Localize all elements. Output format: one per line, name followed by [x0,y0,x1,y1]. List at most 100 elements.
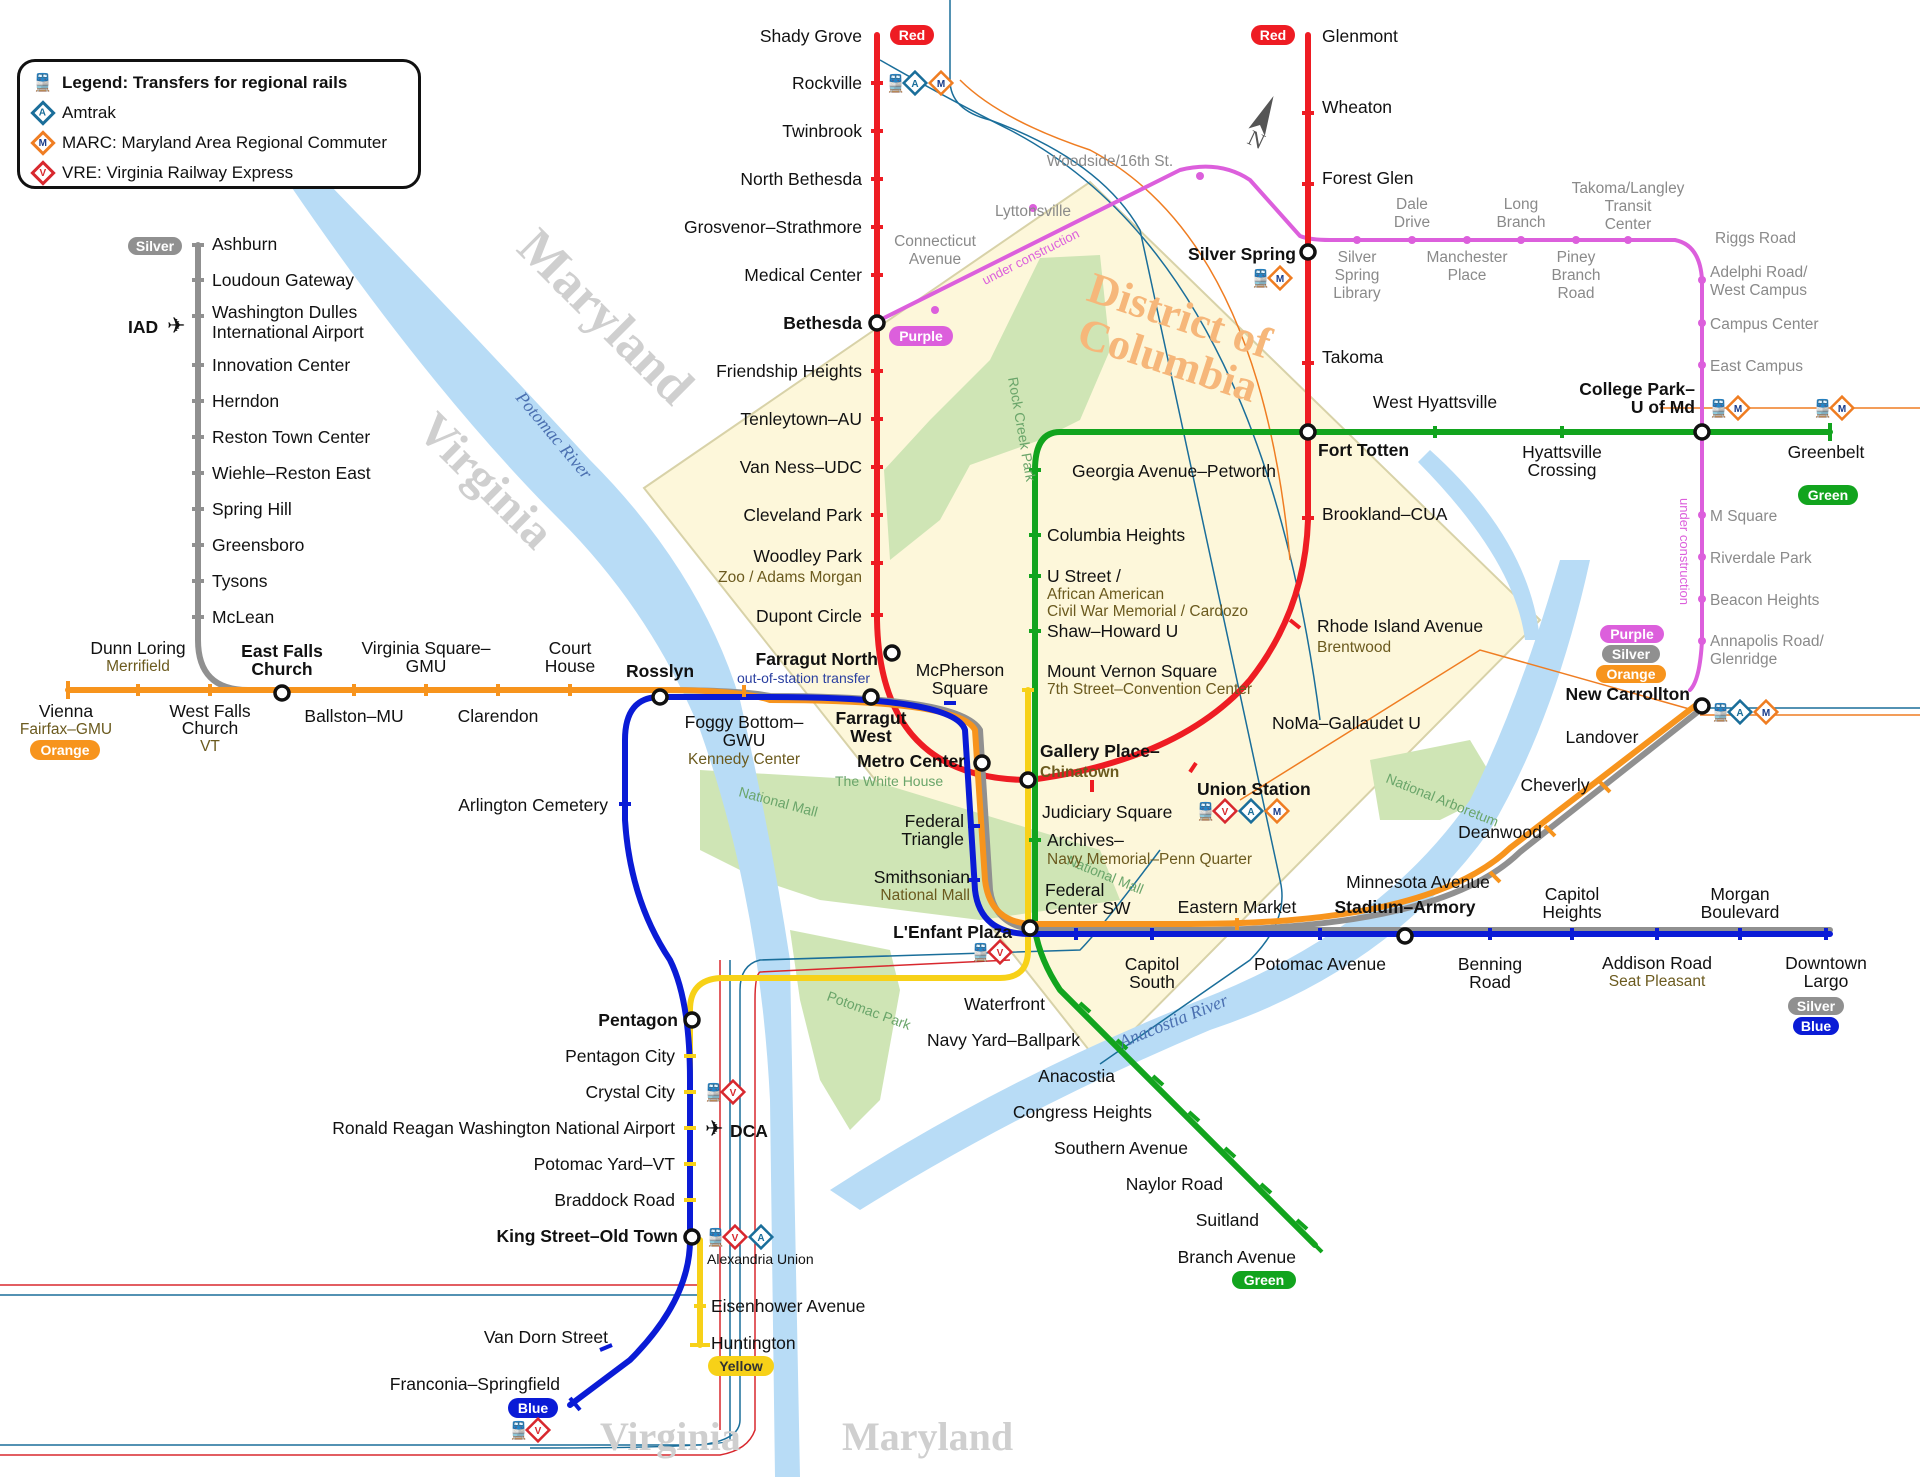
station-gallery-place[interactable]: Gallery Place–Chinatown [1040,741,1160,781]
station-riverdale-park[interactable]: Riverdale Park [1710,550,1812,567]
transfer-rosslyn[interactable] [651,688,669,706]
station-bethesda[interactable]: Bethesda [783,313,862,333]
station-king-street[interactable]: King Street–Old Town [497,1226,679,1246]
station-wheaton[interactable]: Wheaton [1322,97,1392,117]
station-pentagon[interactable]: Pentagon [598,1010,678,1030]
station-tysons[interactable]: Tysons [212,571,268,591]
station-van-dorn[interactable]: Van Dorn Street [484,1327,608,1347]
station-eastern-market[interactable]: Eastern Market [1178,897,1297,917]
station-congress-heights[interactable]: Congress Heights [1013,1102,1152,1122]
station-deanwood[interactable]: Deanwood [1458,822,1542,842]
station-annapolis-road[interactable]: Annapolis Road/Glenridge [1710,633,1824,668]
station-archives[interactable]: Archives–Navy Memorial–Penn Quarter [1047,830,1252,868]
station-dupont-circle[interactable]: Dupont Circle [756,606,862,626]
station-adelphi-road[interactable]: Adelphi Road/West Campus [1710,264,1808,299]
station-southern-ave[interactable]: Southern Avenue [1054,1138,1188,1158]
station-twinbrook[interactable]: Twinbrook [782,121,862,141]
station-ballston[interactable]: Ballston–MU [304,706,403,726]
station-lyttonsville[interactable]: Lyttonsville [995,203,1071,220]
station-franconia[interactable]: Franconia–Springfield [390,1374,560,1394]
station-rockville[interactable]: Rockville [792,73,862,93]
station-riggs-road[interactable]: Riggs Road [1715,230,1796,247]
station-forest-glen[interactable]: Forest Glen [1322,168,1413,188]
station-branch-avenue[interactable]: Branch Avenue [1178,1247,1296,1267]
station-campus-center[interactable]: Campus Center [1710,316,1819,333]
station-anacostia[interactable]: Anacostia [1038,1066,1115,1086]
transfer-farragut-north[interactable] [883,644,901,662]
station-stadium-armory[interactable]: Stadium–Armory [1334,897,1475,917]
station-grosvenor[interactable]: Grosvenor–Strathmore [684,217,862,237]
transfer-new-carrollton[interactable] [1693,697,1711,715]
station-lenfant[interactable]: L'Enfant Plaza [893,922,1012,942]
station-ashburn[interactable]: Ashburn [212,234,277,254]
station-noma[interactable]: NoMa–Gallaudet U [1272,713,1421,733]
station-potomac-avenue[interactable]: Potomac Avenue [1254,954,1386,974]
transfer-silver-spring[interactable] [1299,243,1317,261]
transfer-lenfant[interactable] [1021,919,1039,937]
station-reagan-airport[interactable]: Ronald Reagan Washington National Airpor… [332,1118,675,1138]
station-m-square[interactable]: M Square [1710,508,1777,525]
station-suitland[interactable]: Suitland [1196,1210,1259,1230]
station-shady-grove[interactable]: Shady Grove [760,26,862,46]
station-greensboro[interactable]: Greensboro [212,535,304,555]
station-judiciary-square[interactable]: Judiciary Square [1042,802,1172,822]
station-rosslyn[interactable]: Rosslyn [626,661,694,681]
station-loudoun-gateway[interactable]: Loudoun Gateway [212,270,354,290]
station-braddock-road[interactable]: Braddock Road [554,1190,675,1210]
station-brookland[interactable]: Brookland–CUA [1322,504,1448,524]
station-union-station[interactable]: Union Station [1197,779,1311,799]
station-beacon-heights[interactable]: Beacon Heights [1710,592,1820,609]
station-clarendon[interactable]: Clarendon [458,706,539,726]
transfer-college-park[interactable] [1693,423,1711,441]
station-arlington-cemetery[interactable]: Arlington Cemetery [458,795,608,815]
station-glenmont[interactable]: Glenmont [1322,26,1398,46]
station-college-park[interactable]: College Park–U of Md [1579,379,1695,417]
station-cleveland-park[interactable]: Cleveland Park [743,505,862,525]
station-spring-hill[interactable]: Spring Hill [212,499,292,519]
station-wiehle[interactable]: Wiehle–Reston East [212,463,371,483]
station-greenbelt[interactable]: Greenbelt [1788,442,1865,462]
station-friendship-heights[interactable]: Friendship Heights [716,361,862,381]
station-mclean[interactable]: McLean [212,607,274,627]
station-shaw[interactable]: Shaw–Howard U [1047,621,1178,641]
station-huntington[interactable]: Huntington [711,1333,796,1353]
station-alexandria-union[interactable]: Alexandria Union [707,1251,814,1267]
station-innovation-center[interactable]: Innovation Center [212,355,350,375]
transfer-farragut-west[interactable] [862,688,880,706]
station-naylor-road[interactable]: Naylor Road [1126,1174,1223,1194]
station-potomac-yard[interactable]: Potomac Yard–VT [534,1154,676,1174]
station-silver-spring[interactable]: Silver Spring [1188,244,1296,264]
station-crystal-city[interactable]: Crystal City [586,1082,676,1102]
station-east-campus[interactable]: East Campus [1710,358,1803,375]
transfer-bethesda[interactable] [868,314,886,332]
station-farragut-north[interactable]: Farragut North [756,649,879,669]
transfer-metro-center[interactable] [973,754,991,772]
station-navy-yard[interactable]: Navy Yard–Ballpark [927,1030,1080,1050]
transfer-pentagon[interactable] [683,1011,701,1029]
station-takoma[interactable]: Takoma [1322,347,1384,367]
station-north-bethesda[interactable]: North Bethesda [740,169,862,189]
station-new-carrollton[interactable]: New Carrollton [1566,684,1690,704]
transfer-stadium-armory[interactable] [1396,927,1414,945]
station-metro-center[interactable]: Metro Center [857,751,965,771]
